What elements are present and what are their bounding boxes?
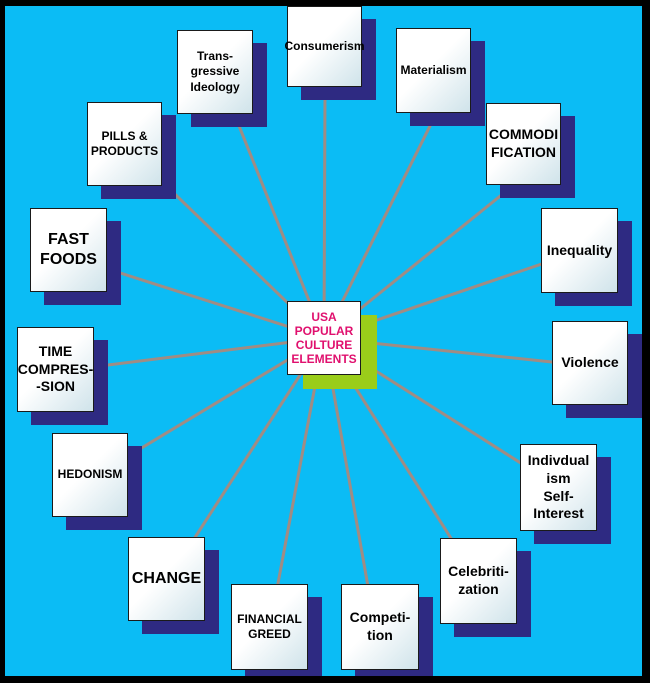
node-pills-products: PILLS & PRODUCTS — [87, 102, 162, 186]
node-label: TIME COMPRES- -SION — [17, 342, 94, 395]
edge-fast-foods — [66, 254, 325, 340]
node-financial-greed: FINANCIAL GREED — [231, 584, 308, 670]
node-label: Consumerism — [284, 38, 365, 53]
edge-change — [168, 337, 326, 577]
node-fast-foods: FAST FOODS — [30, 208, 107, 292]
node-individualism: Indivdual ism Self- Interest — [520, 444, 597, 531]
node-consumerism: Consumerism — [284, 6, 365, 87]
edge-hedonism — [89, 336, 325, 481]
node-label: Competi- tion — [349, 609, 411, 643]
node-inequality: Inequality — [541, 208, 618, 293]
node-materialism: Materialism — [396, 28, 471, 113]
edge-violence — [323, 336, 591, 368]
node-label: PILLS & PRODUCTS — [90, 128, 159, 158]
node-violence: Violence — [552, 321, 628, 405]
node-label: Celebriti- zation — [448, 563, 509, 597]
center-node: USA POPULAR CULTURE ELEMENTS — [287, 301, 361, 375]
node-label: CHANGE — [131, 569, 202, 587]
edge-consumerism — [322, 90, 327, 339]
node-label: Trans- gressive Ideology — [190, 48, 240, 94]
diagram-canvas: Consumerism Materialism COMMODI FICATION… — [5, 6, 642, 676]
node-label: FINANCIAL GREED — [237, 611, 302, 641]
node-celebritization: Celebriti- zation — [440, 538, 517, 624]
node-label: COMMODI FICATION — [488, 126, 559, 160]
node-label: Violence — [561, 354, 619, 371]
node-hedonism: HEDONISM — [52, 433, 128, 517]
node-label: Inequality — [546, 241, 613, 258]
node-label: HEDONISM — [57, 467, 123, 482]
node-label: FAST FOODS — [40, 230, 97, 268]
node-competition: Competi- tion — [341, 584, 419, 670]
node-label: Materialism — [400, 62, 467, 77]
edge-time-compression — [59, 336, 325, 373]
node-commodification: COMMODI FICATION — [486, 103, 561, 185]
node-change: CHANGE — [128, 537, 205, 621]
edge-financial-greed — [268, 337, 326, 627]
node-label: Indivdual ism Self- Interest — [527, 451, 590, 522]
edge-competition — [322, 337, 377, 627]
node-transgressive-ideology: Trans- gressive Ideology — [177, 30, 253, 114]
edge-inequality — [323, 249, 581, 340]
node-time-compression: TIME COMPRES- -SION — [17, 327, 94, 412]
